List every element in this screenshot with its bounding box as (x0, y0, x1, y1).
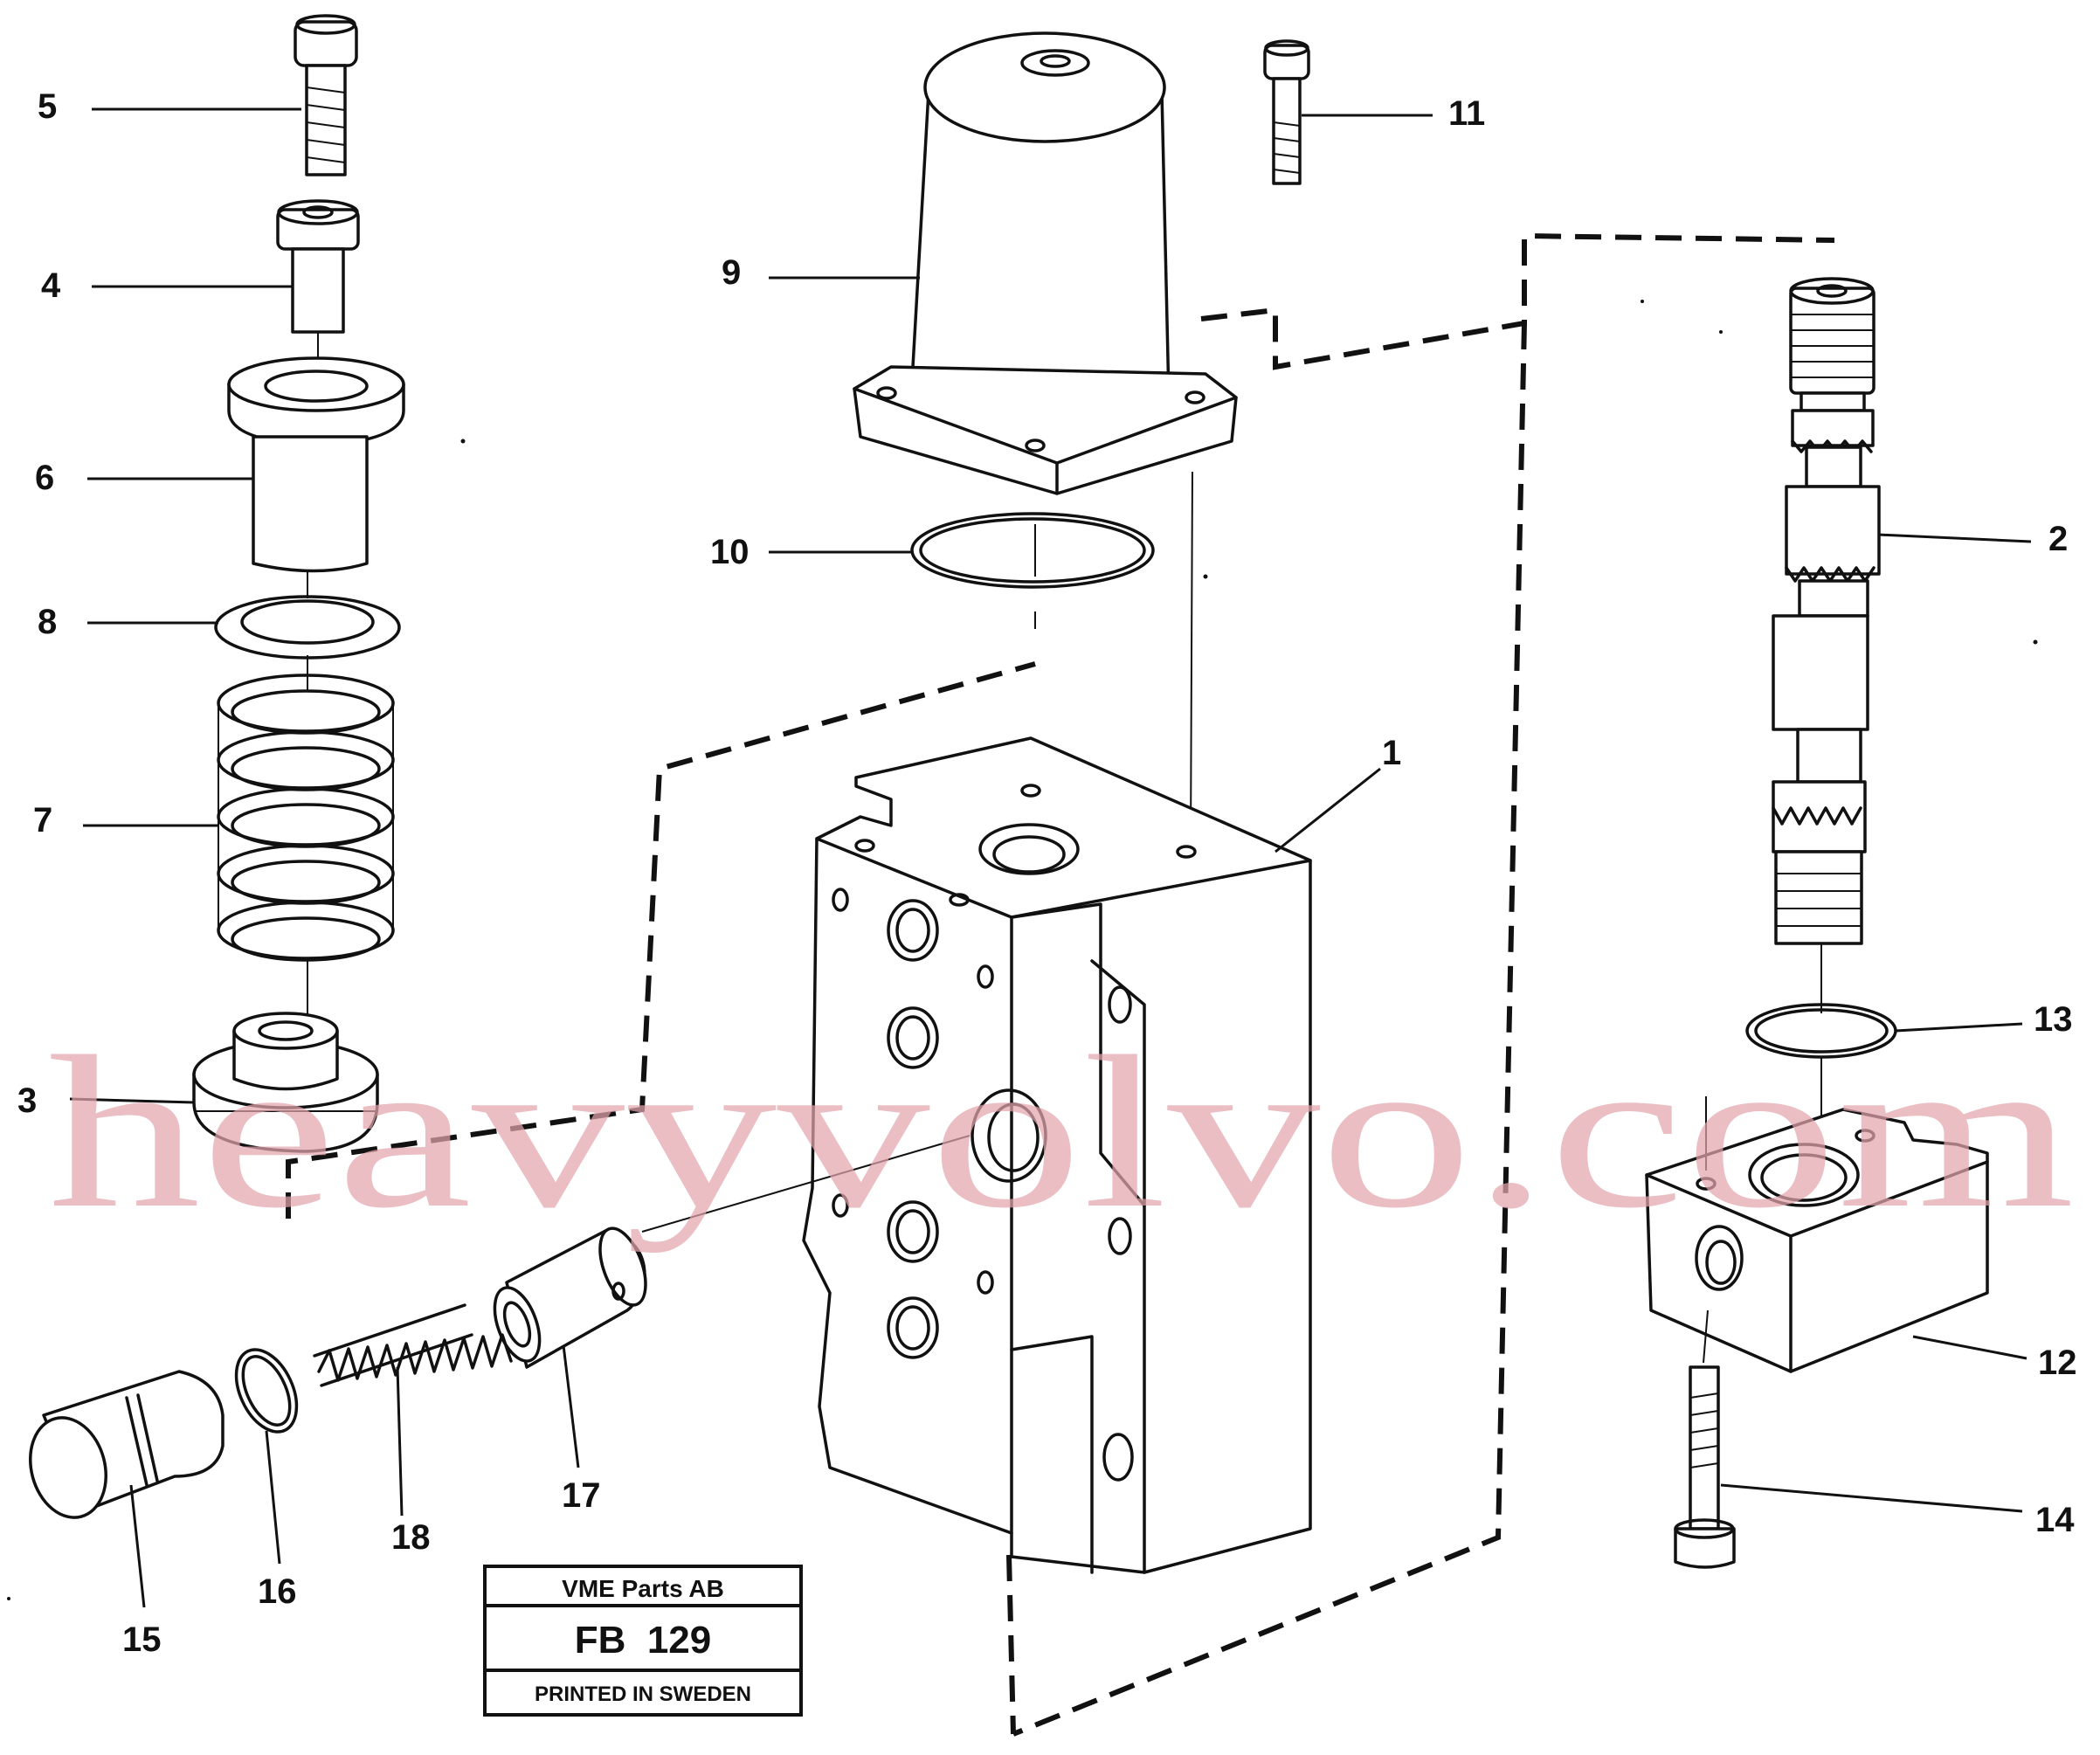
stamp-company: VME Parts AB (562, 1575, 724, 1602)
part-9-solenoid (853, 31, 1238, 495)
callout-4: 4 (41, 266, 61, 305)
part-3-seat (192, 1012, 379, 1153)
part-15-plug (28, 1370, 225, 1519)
callout-3: 3 (17, 1081, 37, 1120)
scan-specks (7, 300, 2038, 1600)
part-8-washer (214, 595, 401, 660)
leader-lines (69, 107, 2032, 1608)
part-2-spool (1772, 277, 1881, 945)
callout-14: 14 (2035, 1501, 2075, 1539)
callout-5: 5 (38, 87, 57, 126)
callout-15: 15 (122, 1620, 162, 1659)
watermark: heavyvolvo.com (48, 1012, 2075, 1254)
part-6-sleeve (227, 356, 405, 573)
callout-labels: 1 2 3 4 5 6 7 8 9 10 11 12 13 14 15 16 1… (17, 87, 2077, 1659)
part-18-spring (313, 1303, 513, 1387)
assembly-guide-lines (286, 232, 1835, 1737)
parts-stamp: VME Parts AB FB 129 PRINTED IN SWEDEN (483, 1565, 803, 1717)
part-1-housing (802, 736, 1312, 1574)
callout-13: 13 (2034, 1000, 2073, 1039)
callout-16: 16 (258, 1572, 297, 1611)
callout-10: 10 (710, 533, 750, 571)
callout-11: 11 (1448, 94, 1485, 133)
callout-18: 18 (391, 1518, 431, 1557)
callout-1: 1 (1382, 734, 1401, 772)
watermark-text: heavyvolvo.com (48, 1012, 2075, 1254)
callout-17: 17 (562, 1476, 601, 1515)
callout-8: 8 (38, 603, 57, 641)
part-10-oring (910, 512, 1155, 589)
stamp-printed: PRINTED IN SWEDEN (535, 1682, 751, 1706)
callout-6: 6 (35, 459, 54, 497)
part-17-sleeve (493, 1226, 647, 1369)
stamp-code: FB 129 (575, 1619, 712, 1662)
part-7-spring (217, 674, 395, 962)
callout-2: 2 (2048, 520, 2068, 558)
part-11-screw (1263, 39, 1310, 185)
part-12-block (1645, 1108, 1989, 1373)
part-16-oring (234, 1348, 299, 1434)
part-5-screw (294, 14, 358, 176)
callout-7: 7 (33, 801, 52, 839)
callout-9: 9 (722, 253, 741, 292)
part-14-screw (1674, 1365, 1736, 1569)
part-4-plunger (276, 199, 360, 334)
callout-12: 12 (2038, 1344, 2077, 1382)
